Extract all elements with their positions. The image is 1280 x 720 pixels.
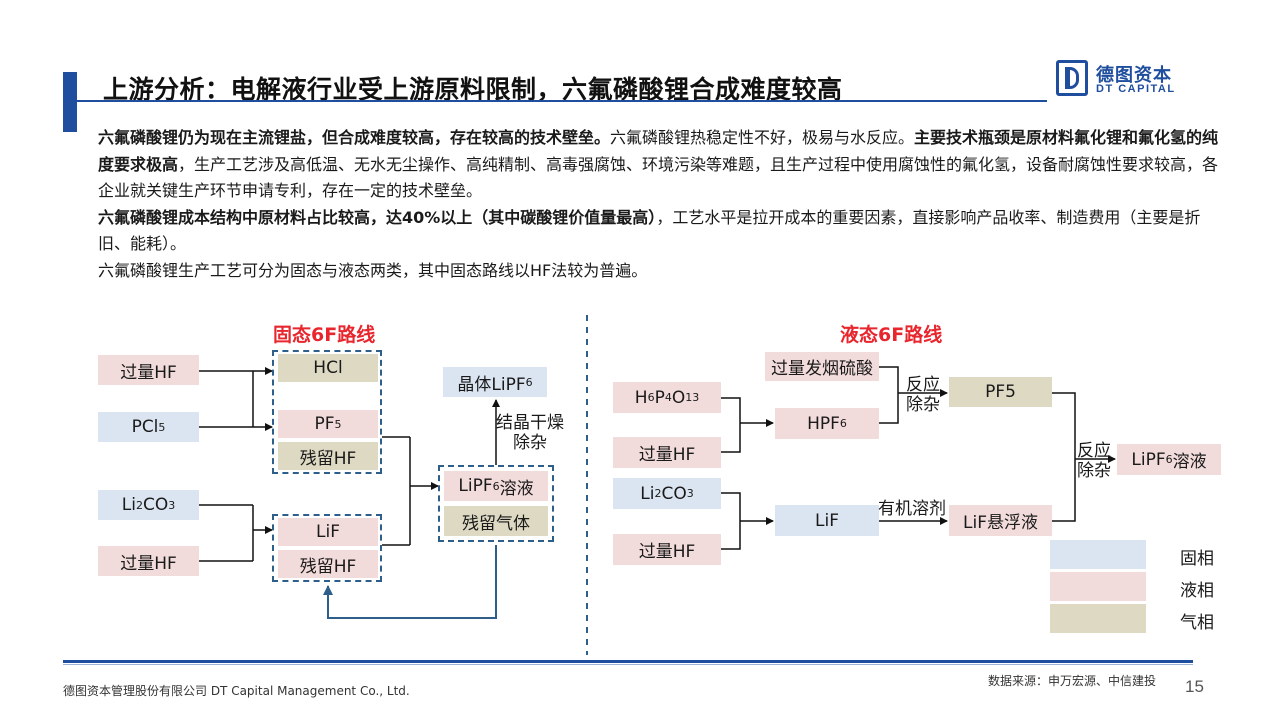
- solid-dry-label: 结晶干燥除杂: [496, 413, 564, 453]
- solid-excess-hf-1: 过量HF: [98, 355, 199, 385]
- logo-d-icon: [1056, 60, 1088, 96]
- solid-lif: LiF: [278, 518, 378, 546]
- liquid-solvent-label: 有机溶剂: [878, 499, 946, 519]
- legend-liquid-label: 液相: [1180, 581, 1214, 601]
- footer-divider: [63, 660, 1193, 663]
- p1-text-b: ，生产工艺涉及高低温、无水无尘操作、高纯精制、高毒强腐蚀、环境污染等难题，且生产…: [98, 154, 1219, 201]
- liquid-react-label-1: 反应除杂: [906, 375, 940, 415]
- slide-title: 上游分析：电解液行业受上游原料限制，六氟磷酸锂合成难度较高: [103, 75, 843, 104]
- dt-capital-logo: 德图资本 DT CAPITAL: [1056, 60, 1196, 100]
- legend-gas-swatch: [1050, 604, 1146, 633]
- p1-bold-a: 六氟磷酸锂仍为现在主流锂盐，但合成难度较高，存在较高的技术壁垒。: [98, 128, 611, 147]
- legend-solid-label: 固相: [1180, 549, 1214, 569]
- page-number: 15: [1185, 677, 1204, 696]
- solid-group-1: [272, 350, 382, 474]
- paragraph-3: 六氟磷酸锂生产工艺可分为固态与液态两类，其中固态路线以HF法较为普遍。: [98, 260, 648, 280]
- footer-source: 数据来源：申万宏源、中信建投: [988, 674, 1157, 688]
- logo-cn-text: 德图资本: [1096, 65, 1172, 86]
- liquid-oleum: 过量发烟硫酸: [765, 352, 879, 381]
- title-accent-bar: [63, 72, 77, 132]
- body-text: 六氟磷酸锂仍为现在主流锂盐，但合成难度较高，存在较高的技术壁垒。六氟磷酸锂热稳定…: [98, 125, 1228, 284]
- liquid-route-title: 液态6F路线: [840, 324, 943, 346]
- paragraph-2: 六氟磷酸锂成本结构中原材料占比较高，达40%以上（其中碳酸锂价值量最高），工艺水…: [98, 205, 1228, 258]
- solid-route-title: 固态6F路线: [273, 324, 376, 346]
- paragraph-1: 六氟磷酸锂仍为现在主流锂盐，但合成难度较高，存在较高的技术壁垒。六氟磷酸锂热稳定…: [98, 125, 1228, 205]
- solid-residual-gas: 残留气体: [444, 506, 548, 536]
- solid-residual-hf-1: 残留HF: [278, 442, 378, 470]
- solid-hcl: HCl: [278, 354, 378, 382]
- footer-company: 德图资本管理股份有限公司 DT Capital Management Co., …: [63, 684, 410, 698]
- liquid-react-label-2: 反应除杂: [1077, 441, 1111, 481]
- p2-text: ，工艺水平是拉开成本的重要因素，直接影响产品收率、制造费用（主要是折旧、能耗）。: [98, 207, 1201, 254]
- solid-excess-hf-2: 过量HF: [98, 546, 199, 576]
- legend-solid-swatch: [1050, 540, 1146, 569]
- p1-bold-b: 主要技术瓶颈是原材料氟化锂和氟化氢的纯度要求极高: [98, 128, 1219, 174]
- footer-divider-thin: [63, 664, 1193, 665]
- legend-liquid-swatch: [1050, 572, 1146, 601]
- solid-group-3: [438, 465, 554, 542]
- p1-text-a: 六氟磷酸锂热稳定性不好，极易与水反应。: [610, 128, 915, 147]
- logo-en-text: DT CAPITAL: [1096, 83, 1176, 95]
- liquid-excess-hf-1: 过量HF: [613, 437, 721, 468]
- solid-residual-hf-2: 残留HF: [278, 550, 378, 578]
- liquid-pf5: PF5: [949, 377, 1052, 407]
- legend-gas-label: 气相: [1180, 613, 1214, 633]
- liquid-lif: LiF: [775, 505, 879, 536]
- solid-group-2: [272, 514, 382, 582]
- p2-bold: 六氟磷酸锂成本结构中原材料占比较高，达40%以上（其中碳酸锂价值量最高）: [98, 207, 657, 227]
- title-underline: [77, 100, 1047, 102]
- liquid-lif-suspension: LiF悬浮液: [949, 505, 1052, 536]
- liquid-excess-hf-2: 过量HF: [613, 534, 721, 565]
